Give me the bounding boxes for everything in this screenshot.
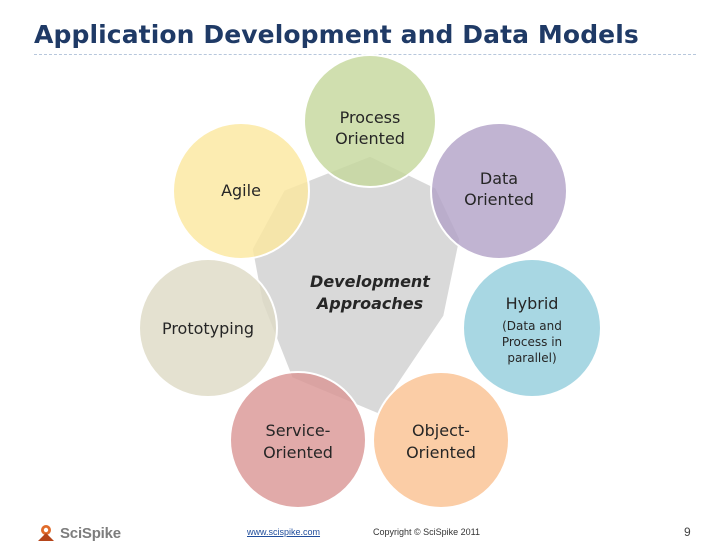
node-process-oriented-line-1: Process: [340, 108, 401, 127]
node-hybrid-circle: [462, 258, 602, 398]
center-label-line-1: Development: [310, 272, 431, 291]
scispike-logo: SciSpike: [36, 523, 121, 543]
node-process-oriented-circle: [303, 54, 437, 188]
node-process-oriented-line-2: Oriented: [335, 129, 405, 148]
node-service-oriented-circle: [229, 371, 367, 509]
node-hybrid-subline-1: (Data and: [502, 319, 562, 333]
development-approaches-diagram: Development Approaches Process Oriented …: [138, 54, 602, 509]
node-agile-line-1: Agile: [221, 181, 261, 200]
node-data-oriented: Data Oriented: [430, 122, 568, 260]
slide-footer: SciSpike www.scispike.com Copyright © Sc…: [0, 523, 728, 545]
node-object-oriented: Object- Oriented: [372, 371, 510, 509]
footer-copyright: Copyright © SciSpike 2011: [373, 527, 481, 537]
node-data-oriented-line-1: Data: [480, 169, 518, 188]
node-prototyping-circle: [138, 258, 278, 398]
node-hybrid-subline-2: Process in: [502, 335, 562, 349]
node-hybrid: Hybrid (Data and Process in parallel): [462, 258, 602, 398]
node-hybrid-title: Hybrid: [506, 294, 559, 313]
scispike-logo-icon: [38, 525, 54, 541]
node-agile-circle: [172, 122, 310, 260]
node-prototyping: Prototyping: [138, 258, 278, 398]
node-agile: Agile: [172, 122, 310, 260]
node-object-oriented-circle: [372, 371, 510, 509]
node-prototyping-line-1: Prototyping: [162, 319, 254, 338]
node-data-oriented-line-2: Oriented: [464, 190, 534, 209]
node-service-oriented-line-1: Service-: [266, 421, 331, 440]
scispike-logo-text: SciSpike: [60, 524, 121, 542]
node-service-oriented-line-2: Oriented: [263, 443, 333, 462]
footer-website-link[interactable]: www.scispike.com: [247, 527, 321, 537]
node-hybrid-subline-3: parallel): [507, 351, 556, 365]
node-object-oriented-line-1: Object-: [412, 421, 470, 440]
node-process-oriented: Process Oriented: [303, 54, 437, 188]
page-number: 9: [684, 525, 691, 539]
node-object-oriented-line-2: Oriented: [406, 443, 476, 462]
node-service-oriented: Service- Oriented: [229, 371, 367, 509]
slide-title: Application Development and Data Models: [34, 20, 639, 49]
node-data-oriented-circle: [430, 122, 568, 260]
center-label-line-2: Approaches: [315, 294, 423, 313]
